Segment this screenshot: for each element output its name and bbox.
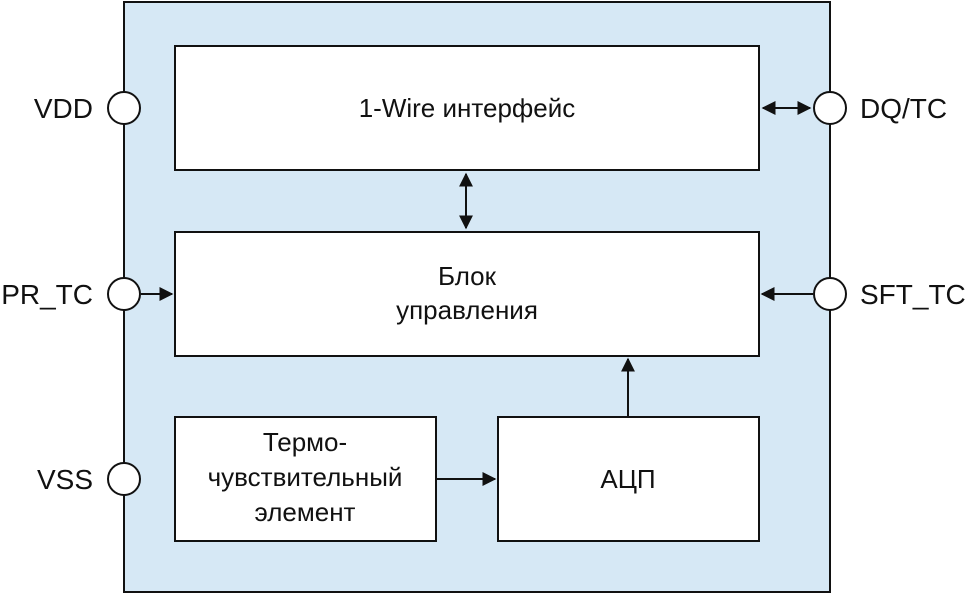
vss-pin-circle xyxy=(107,462,141,496)
vdd-pin-label: VDD xyxy=(34,93,93,124)
prtc-pin-label: PR_TC xyxy=(1,279,93,310)
dqtc-pin-circle xyxy=(813,91,847,125)
control-block xyxy=(174,231,760,357)
sensor-block xyxy=(174,416,437,542)
sensor-block-label-line1: Термо- xyxy=(263,427,347,457)
sfttc-pin-label: SFT_TC xyxy=(860,279,966,310)
vss-pin-label: VSS xyxy=(37,464,93,495)
sfttc-pin-circle xyxy=(813,277,847,311)
adc-block-label: АЦП xyxy=(600,464,655,494)
dqtc-pin-label: DQ/TC xyxy=(860,93,947,124)
prtc-pin-circle xyxy=(107,277,141,311)
control-block-label-line1: Блок xyxy=(438,261,497,291)
control-block-label-line2: управления xyxy=(396,295,538,325)
interface-block xyxy=(174,45,760,171)
sensor-block-label-line2: чувствительный xyxy=(208,462,403,492)
sensor-block-label-line3: элемент xyxy=(255,497,356,527)
adc-block xyxy=(497,416,760,542)
interface-block-label: 1-Wire интерфейс xyxy=(359,93,576,123)
vdd-pin-circle xyxy=(107,91,141,125)
